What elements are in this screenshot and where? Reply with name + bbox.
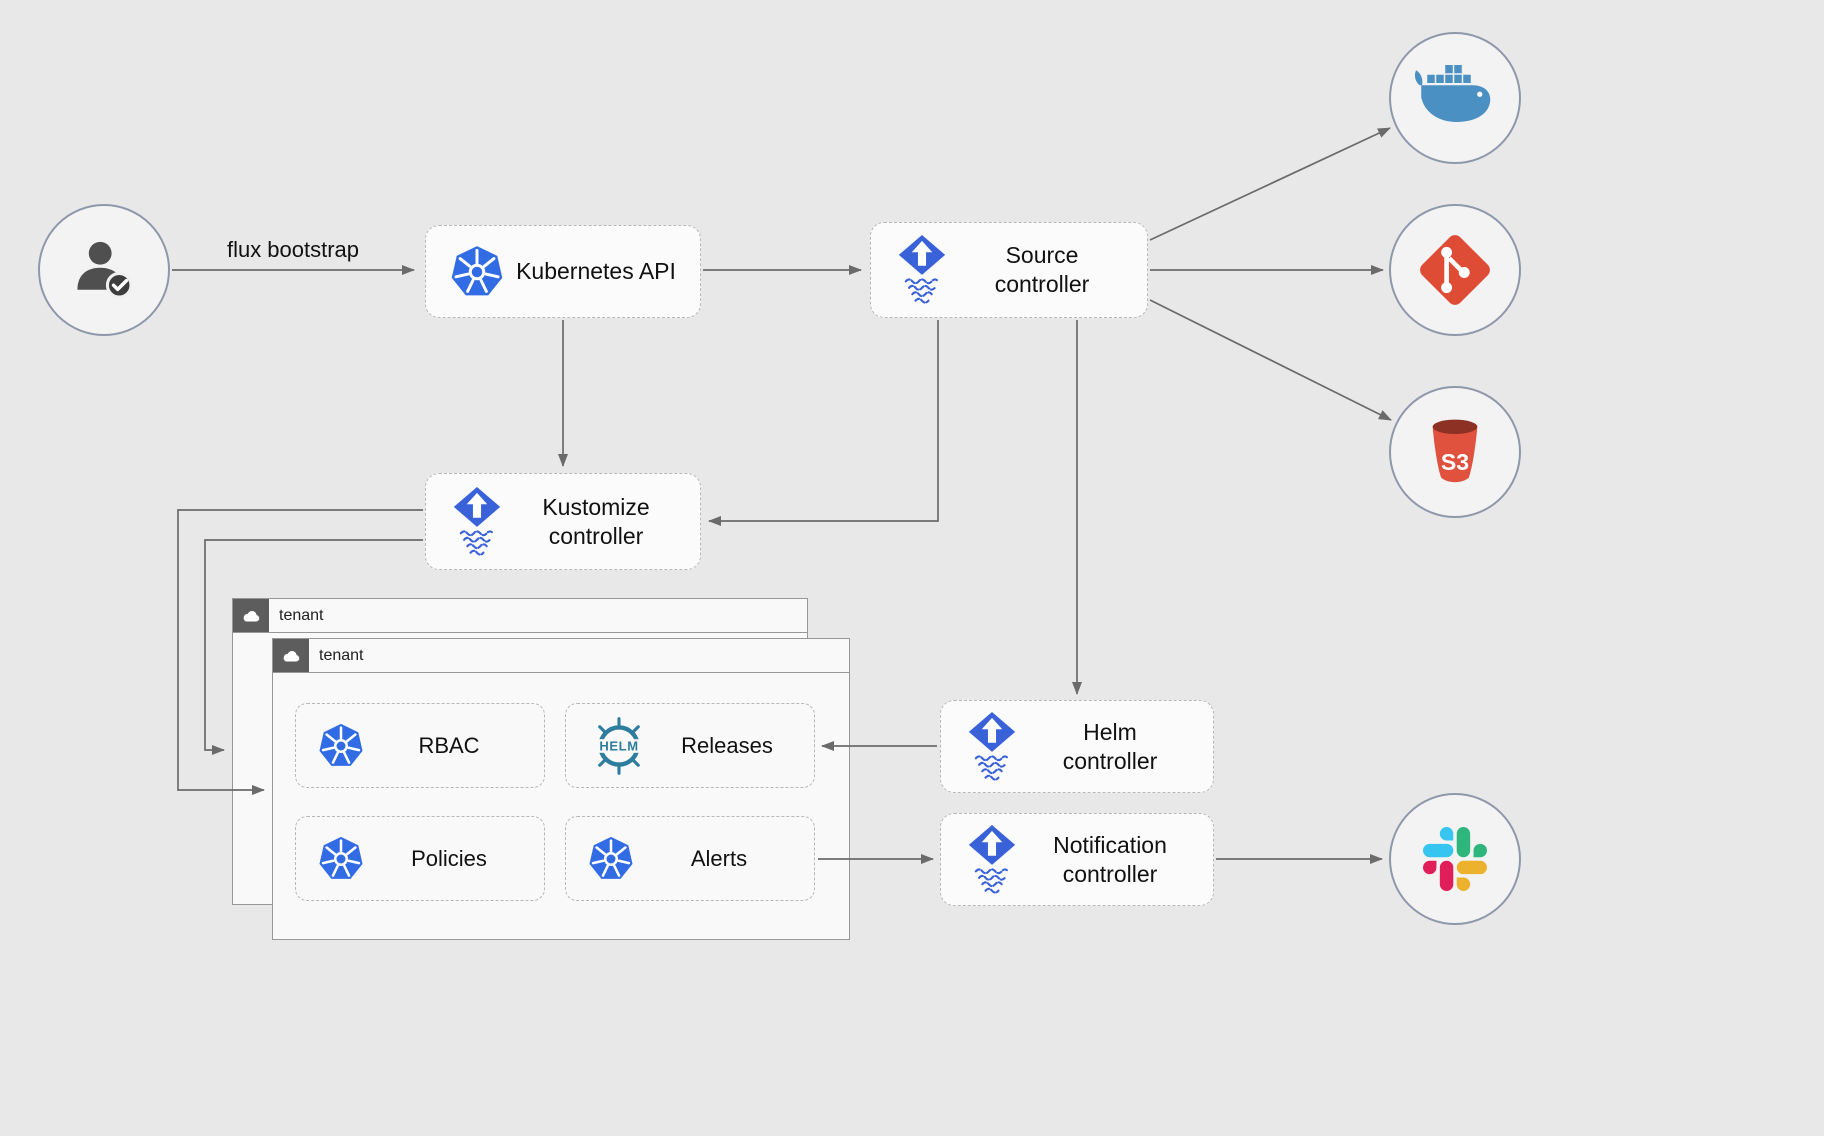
- s3-icon: S3: [1432, 419, 1478, 483]
- edge-source-to-kustomize: [708, 320, 939, 526]
- kubernetes-icon: [319, 836, 363, 879]
- edge-source-to-docker: [1149, 127, 1391, 241]
- node-label: Kustomize controller: [542, 493, 650, 549]
- node-notification-controller: Notification controller: [940, 813, 1214, 906]
- flux-icon: [968, 711, 1016, 781]
- node-source-controller: Source controller: [870, 222, 1148, 318]
- docker-icon: [1414, 65, 1491, 122]
- tenant-header: tenant: [273, 639, 849, 673]
- s3-node: S3: [1389, 386, 1521, 518]
- item-label: Alerts: [690, 845, 748, 871]
- item-label: Releases: [681, 732, 773, 758]
- node-kustomize-controller: Kustomize controller: [425, 473, 701, 570]
- tenant-label: tenant: [319, 646, 364, 664]
- node-label: Source controller: [994, 242, 1090, 297]
- node-kubernetes-api: Kubernetes API: [425, 225, 701, 318]
- person-check-icon: [77, 241, 133, 299]
- item-label: RBAC: [418, 732, 480, 758]
- slack-node: [1389, 793, 1521, 925]
- tenant-header: tenant: [233, 599, 807, 633]
- item-label: Policies: [411, 845, 487, 871]
- item-alerts: Alerts: [565, 816, 815, 901]
- user-node: [38, 204, 170, 336]
- git-icon: [1420, 235, 1490, 305]
- cloud-icon: [233, 599, 269, 632]
- node-label: Notification controller: [1053, 831, 1167, 887]
- helm-wordmark: HELM: [599, 738, 638, 753]
- kubernetes-icon: [319, 723, 363, 766]
- flux-icon: [453, 486, 501, 556]
- kubernetes-icon: [589, 836, 633, 879]
- node-helm-controller: Helm controller: [940, 700, 1214, 793]
- flux-icon: [968, 824, 1016, 894]
- item-rbac: RBAC: [295, 703, 545, 788]
- flux-bootstrap-label: flux bootstrap: [226, 237, 360, 262]
- tenant-label: tenant: [279, 606, 324, 624]
- helm-icon: HELM: [589, 716, 649, 775]
- cloud-icon: [273, 639, 309, 672]
- kubernetes-icon: [451, 245, 503, 295]
- docker-node: [1389, 32, 1521, 164]
- flux-icon: [898, 235, 946, 304]
- s3-wordmark: S3: [1441, 449, 1469, 475]
- item-policies: Policies: [295, 816, 545, 901]
- item-releases: HELM Releases: [565, 703, 815, 788]
- edge-source-to-s3: [1149, 299, 1392, 421]
- git-node: [1389, 204, 1521, 336]
- node-label: Helm controller: [1062, 718, 1158, 774]
- slack-icon: [1423, 827, 1487, 891]
- node-label: Kubernetes API: [516, 258, 676, 285]
